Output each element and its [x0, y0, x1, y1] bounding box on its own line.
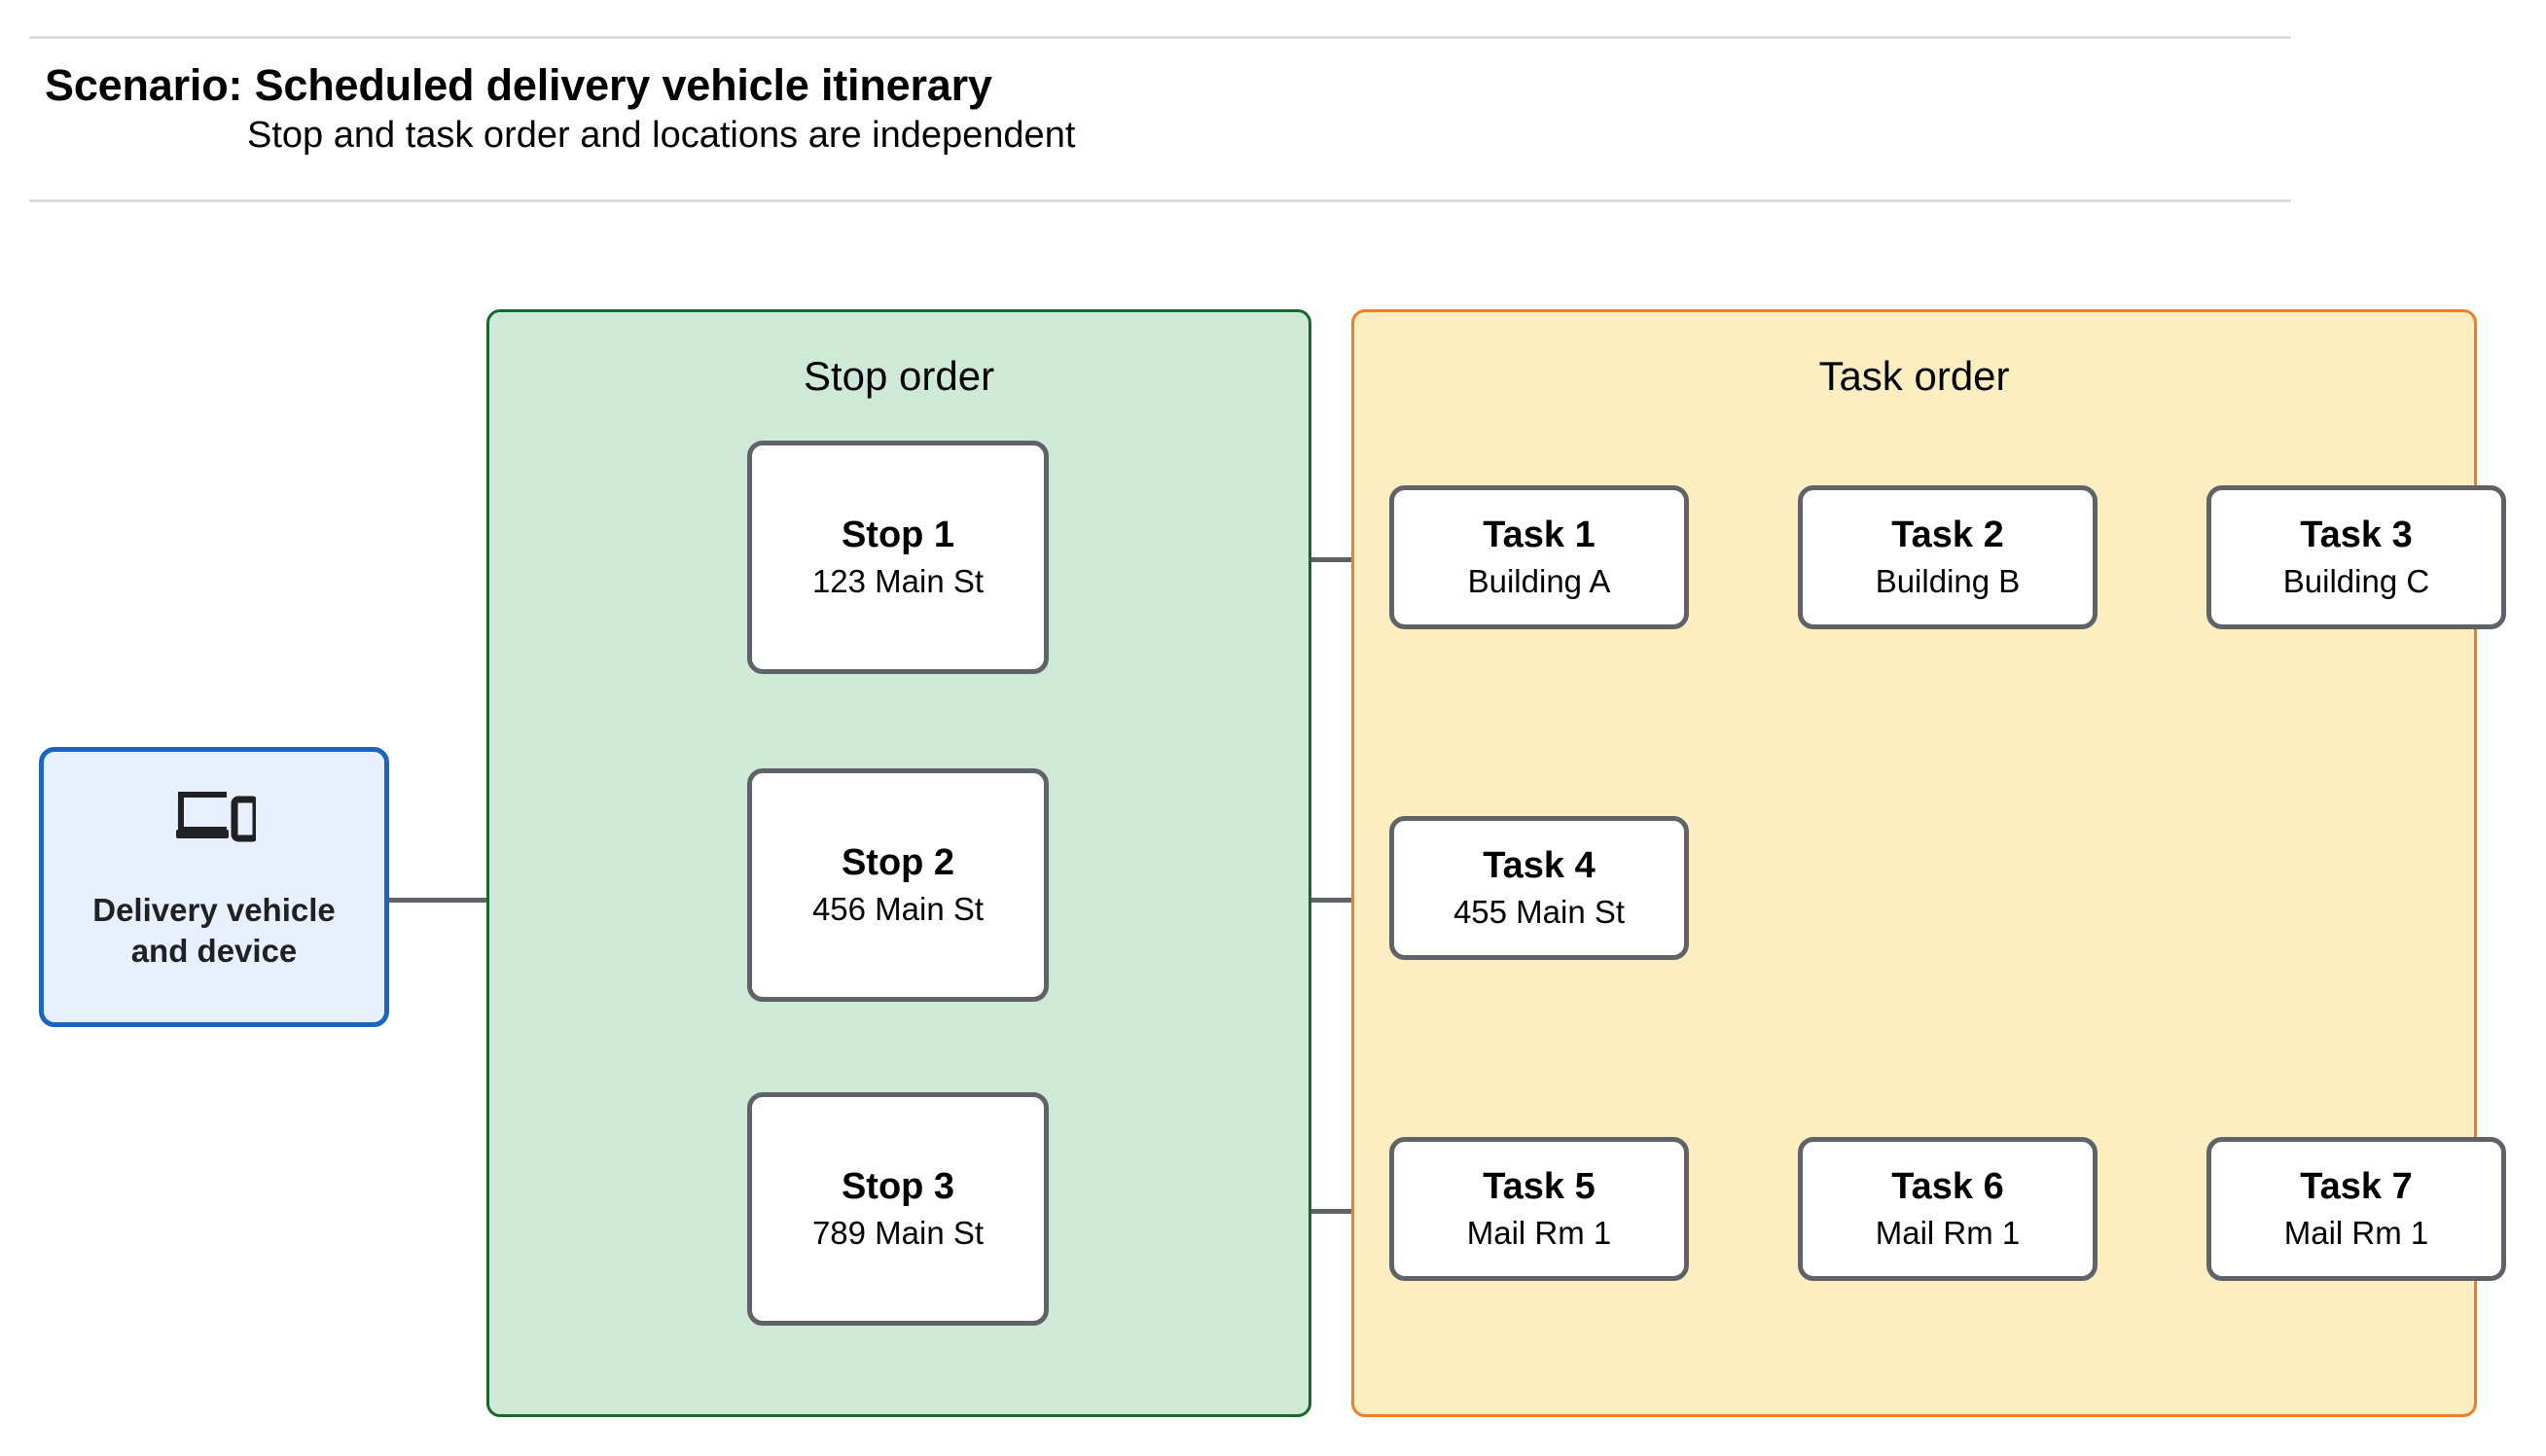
stop-name: Stop 3 [841, 1165, 955, 1207]
stop-order-title: Stop order [803, 353, 995, 399]
page-subtitle: Stop and task order and locations are in… [247, 115, 1076, 156]
header-divider-bottom [29, 199, 2291, 202]
task-name: Task 6 [1891, 1165, 2004, 1207]
task-node-6[interactable]: Task 6 Mail Rm 1 [1798, 1137, 2098, 1281]
task-node-7[interactable]: Task 7 Mail Rm 1 [2206, 1137, 2506, 1281]
task-name: Task 1 [1483, 514, 1596, 555]
task-location: Mail Rm 1 [1466, 1214, 1612, 1251]
task-name: Task 5 [1483, 1165, 1596, 1207]
task-node-3[interactable]: Task 3 Building C [2206, 485, 2506, 629]
laptop-and-phone-icon [172, 786, 260, 851]
stop-node-1[interactable]: Stop 1 123 Main St [747, 441, 1049, 674]
task-location: Mail Rm 1 [1875, 1214, 2021, 1251]
task-location: Building A [1467, 562, 1611, 599]
task-name: Task 2 [1891, 514, 2004, 555]
task-node-5[interactable]: Task 5 Mail Rm 1 [1389, 1137, 1689, 1281]
task-name: Task 4 [1483, 844, 1596, 886]
stop-node-3[interactable]: Stop 3 789 Main St [747, 1092, 1049, 1326]
task-node-2[interactable]: Task 2 Building B [1798, 485, 2098, 629]
delivery-vehicle-node[interactable]: Delivery vehicle and device [39, 747, 389, 1027]
task-node-4[interactable]: Task 4 455 Main St [1389, 816, 1689, 960]
stop-node-2[interactable]: Stop 2 456 Main St [747, 768, 1049, 1002]
stop-name: Stop 1 [841, 514, 955, 555]
task-location: Building C [2282, 562, 2430, 599]
task-node-1[interactable]: Task 1 Building A [1389, 485, 1689, 629]
task-order-title: Task order [1818, 353, 2010, 399]
connector-vehicle-to-trunk [389, 898, 553, 903]
header-divider-top [29, 36, 2291, 39]
stop-location: 123 Main St [811, 562, 985, 599]
delivery-vehicle-label: Delivery vehicle and device [92, 890, 336, 971]
stop-location: 789 Main St [811, 1214, 985, 1251]
delivery-vehicle-label-line-2: and device [130, 932, 298, 969]
task-location: 455 Main St [1452, 893, 1626, 930]
task-name: Task 7 [2300, 1165, 2413, 1207]
stop-location: 456 Main St [811, 890, 985, 927]
stop-name: Stop 2 [841, 841, 955, 883]
task-location: Mail Rm 1 [2283, 1214, 2429, 1251]
page-title: Scenario: Scheduled delivery vehicle iti… [45, 60, 992, 110]
delivery-vehicle-label-line-1: Delivery vehicle [92, 892, 336, 929]
task-name: Task 3 [2300, 514, 2413, 555]
task-location: Building B [1875, 562, 2021, 599]
